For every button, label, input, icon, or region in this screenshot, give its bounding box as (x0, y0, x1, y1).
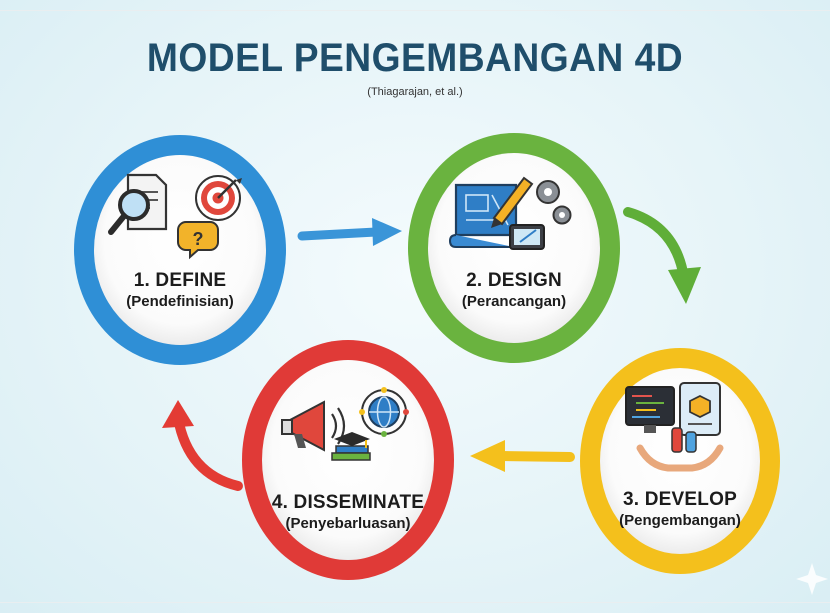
stage-develop-label: 3. DEVELOP (623, 489, 737, 510)
stage-develop-text: 3. DEVELOP (Pengembangan) (600, 489, 760, 529)
arrow-disseminate-to-define (162, 400, 243, 491)
stage-disseminate (242, 340, 454, 580)
diagram-title: MODEL PENGEMBANGAN 4D (146, 36, 684, 80)
monitor-code-icon (625, 386, 675, 433)
stage-design-sublabel: (Perancangan) (461, 293, 567, 310)
diagram-subtitle: (Thiagarajan, et al.) (367, 86, 463, 98)
stage-design-text: 2. DESIGN (Perancangan) (444, 270, 584, 310)
svg-text:?: ? (193, 229, 204, 249)
stage-disseminate-sublabel: (Penyebarluasan) (285, 515, 411, 532)
arrow-develop-to-disseminate (470, 440, 575, 472)
stage-define-text: 1. DEFINE (Pendefinisian) (110, 270, 250, 310)
globe-icon (359, 387, 409, 437)
stage-develop-sublabel: (Pengembangan) (619, 512, 741, 529)
pencil-icon (491, 176, 534, 228)
stage-define-label: 1. DEFINE (133, 270, 227, 291)
magnifier-document-icon (108, 173, 168, 235)
stage-develop (580, 348, 780, 574)
question-chat-icon: ? (177, 221, 219, 260)
stage-design (408, 133, 620, 363)
stage-define: ? (74, 135, 286, 365)
stage-define-sublabel: (Pendefinisian) (126, 293, 234, 310)
arrow-design-to-develop (623, 207, 701, 304)
stage-design-label: 2. DESIGN (466, 270, 562, 291)
hands-flask-icon (636, 427, 724, 472)
tablet-icon (509, 224, 545, 250)
stage-disseminate-text: 4. DISSEMINATE (Penyebarluasan) (268, 492, 428, 532)
gears-icon (536, 180, 572, 225)
tablet-cube-icon (679, 382, 721, 436)
arrow-define-to-design (297, 218, 402, 246)
target-icon (195, 175, 242, 221)
sparkle-icon (796, 563, 828, 595)
books-cap-icon (331, 432, 371, 461)
stage-disseminate-label: 4. DISSEMINATE (271, 492, 425, 513)
